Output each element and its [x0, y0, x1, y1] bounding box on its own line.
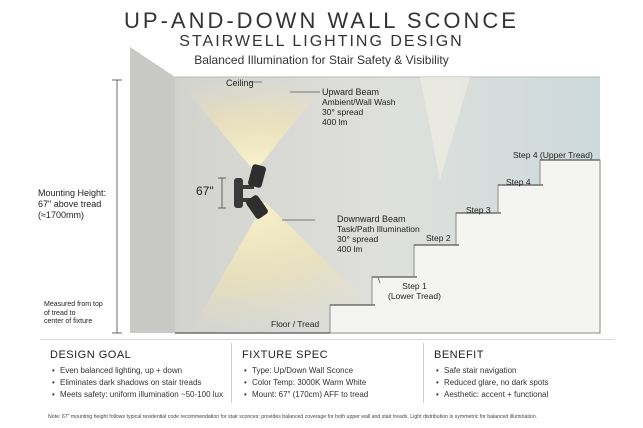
measured-note-line2: of tread to [44, 309, 76, 317]
benefit-list: Safe stair navigation Reduced glare, no … [434, 365, 615, 401]
tread-edges [330, 159, 600, 306]
upward-beam-spread: 30° spread [322, 107, 364, 117]
fixture-spec-list: Type: Up/Down Wall Sconce Color Temp: 30… [242, 365, 423, 401]
mounting-height-line2: 67" above tread [38, 199, 102, 209]
mounting-height-dimension [112, 79, 122, 334]
measured-note-line3: center of fixture [44, 318, 93, 325]
downward-beam-spread: 30° spread [337, 234, 379, 244]
downward-beam-output: 400 lm [337, 244, 363, 254]
upward-beam-output: 400 lm [322, 117, 348, 127]
list-item: Mount: 67" (170cm) AFF to tread [244, 389, 423, 401]
height-dimension [218, 177, 226, 209]
wall-sconce-fixture [234, 164, 268, 219]
step1-label: Step 1 (Lower Tread) [388, 281, 441, 301]
fixture-spec-column: FIXTURE SPEC Type: Up/Down Wall Sconce C… [231, 343, 423, 403]
step1-label-line1: Step 1 [402, 281, 427, 291]
downward-beam-type: Task/Path Illumination [337, 224, 420, 234]
measured-note: Measured from top of tread to center of … [44, 301, 103, 327]
height-marker-label: 67" [196, 184, 214, 198]
design-goal-column: DESIGN GOAL Even balanced lighting, up +… [40, 343, 231, 403]
mounting-height-line1: Mounting Height: [38, 188, 107, 198]
fixture-spec-heading: FIXTURE SPEC [242, 349, 329, 361]
list-item: Color Temp: 3000K Warm White [244, 377, 423, 389]
list-item: Safe stair navigation [436, 365, 615, 377]
wall-wash-right [420, 77, 470, 180]
downward-beam [190, 202, 400, 333]
list-item: Meets safety: uniform illumination ~50-1… [52, 389, 231, 401]
floor-label: Floor / Tread [271, 319, 320, 329]
design-goal-heading: DESIGN GOAL [50, 349, 132, 361]
step4-label: Step 4 [506, 177, 531, 187]
info-panel: DESIGN GOAL Even balanced lighting, up +… [40, 343, 615, 403]
section-divider [40, 339, 615, 340]
benefit-column: BENEFIT Safe stair navigation Reduced gl… [423, 343, 615, 403]
ceiling-label: Ceiling [226, 78, 254, 88]
step1-label-line2: (Lower Tread) [388, 291, 441, 301]
upward-beam-type: Ambient/Wall Wash [322, 97, 396, 107]
list-item: Reduced glare, no dark spots [436, 377, 615, 389]
step2-label: Step 2 [426, 233, 451, 243]
downward-beam-callout: Downward Beam Task/Path Illumination 30°… [337, 214, 420, 254]
list-item: Aesthetic: accent + functional [436, 389, 615, 401]
mounting-height-line3: (≈1700mm) [38, 210, 84, 220]
upward-beam-callout: Upward Beam Ambient/Wall Wash 30° spread… [322, 87, 396, 127]
upward-beam [175, 77, 330, 172]
upward-beam-title: Upward Beam [322, 87, 380, 97]
stairwell-illustration [112, 47, 601, 334]
page-title: UP-AND-DOWN WALL SCONCE [124, 8, 519, 33]
callout-lines [250, 81, 381, 284]
step3-label: Step 3 [466, 205, 491, 215]
step4-upper-label: Step 4 (Upper Tread) [513, 150, 593, 160]
list-item: Eliminates dark shadows on stair treads [52, 377, 231, 389]
downward-beam-title: Downward Beam [337, 214, 406, 224]
benefit-heading: BENEFIT [434, 349, 484, 361]
design-goal-list: Even balanced lighting, up + down Elimin… [50, 365, 231, 401]
page-tagline: Balanced Illumination for Stair Safety &… [194, 53, 449, 67]
page-subtitle: STAIRWELL LIGHTING DESIGN [179, 33, 464, 50]
list-item: Type: Up/Down Wall Sconce [244, 365, 423, 377]
measured-note-line1: Measured from top [44, 301, 103, 308]
mounting-height-label: Mounting Height: 67" above tread (≈1700m… [38, 188, 106, 221]
side-wall [130, 47, 175, 333]
list-item: Even balanced lighting, up + down [52, 365, 231, 377]
footnote: Note: 67" mounting height follows typica… [48, 414, 538, 420]
